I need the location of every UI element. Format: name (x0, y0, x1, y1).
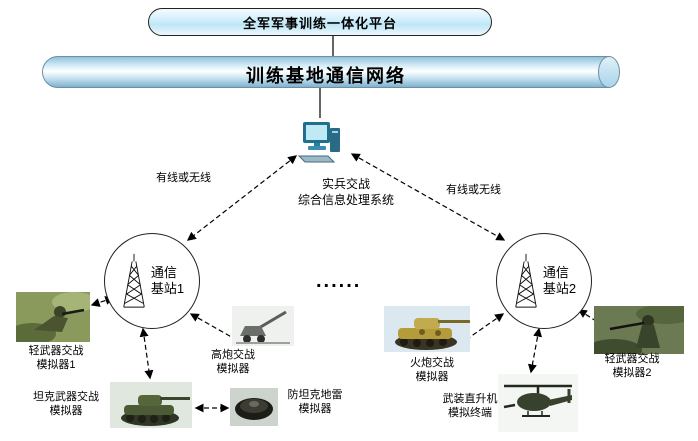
antenna-tower-icon (515, 253, 537, 308)
light-weapon-2-image (594, 306, 684, 354)
ellipsis: ...... (316, 270, 362, 292)
anti-tank-mine-image (230, 388, 278, 426)
network-pipe-label: 训练基地通信网络 (246, 66, 406, 86)
computer-icon (296, 120, 346, 164)
network-pipe: 训练基地通信网络 (42, 56, 620, 88)
light-weapon-1-image (16, 292, 90, 342)
platform-title: 全军军事训练一体化平台 (242, 15, 397, 31)
link-station2-helicopter (527, 327, 543, 374)
base-station-1: 通信 基站1 (104, 233, 200, 329)
base-station-1-label: 通信 基站1 (150, 264, 185, 296)
base-station-2: 通信 基站2 (496, 233, 592, 329)
pipe-end-cap (598, 56, 620, 88)
base-station-2-label: 通信 基站2 (542, 264, 577, 296)
helicopter-image (498, 374, 578, 432)
light-weapon-2-label: 轻武器交战 模拟器2 (604, 353, 660, 380)
left-link-label: 有线或无线 (156, 172, 211, 184)
antenna-tower-icon (123, 253, 145, 308)
platform-box: 全军军事训练一体化平台 (148, 8, 492, 36)
light-weapon-1-label: 轻武器交战 模拟器1 (28, 345, 84, 372)
right-link-label: 有线或无线 (446, 184, 501, 196)
link-station1-tank (139, 327, 154, 380)
anti-tank-mine-label: 防坦克地雷 模拟器 (287, 389, 343, 416)
tank-weapon-label: 坦克武器交战 模拟器 (33, 391, 99, 418)
artillery-label: 火炮交战 模拟器 (410, 357, 454, 384)
aa-gun-image (232, 306, 294, 346)
processing-system-label: 实兵交战 综合信息处理系统 (297, 177, 394, 208)
aa-gun-label: 高炮交战 模拟器 (211, 349, 255, 376)
artillery-image (384, 306, 470, 352)
tank-weapon-image (110, 382, 192, 428)
helicopter-label: 武装直升机 模拟终端 (442, 393, 498, 420)
